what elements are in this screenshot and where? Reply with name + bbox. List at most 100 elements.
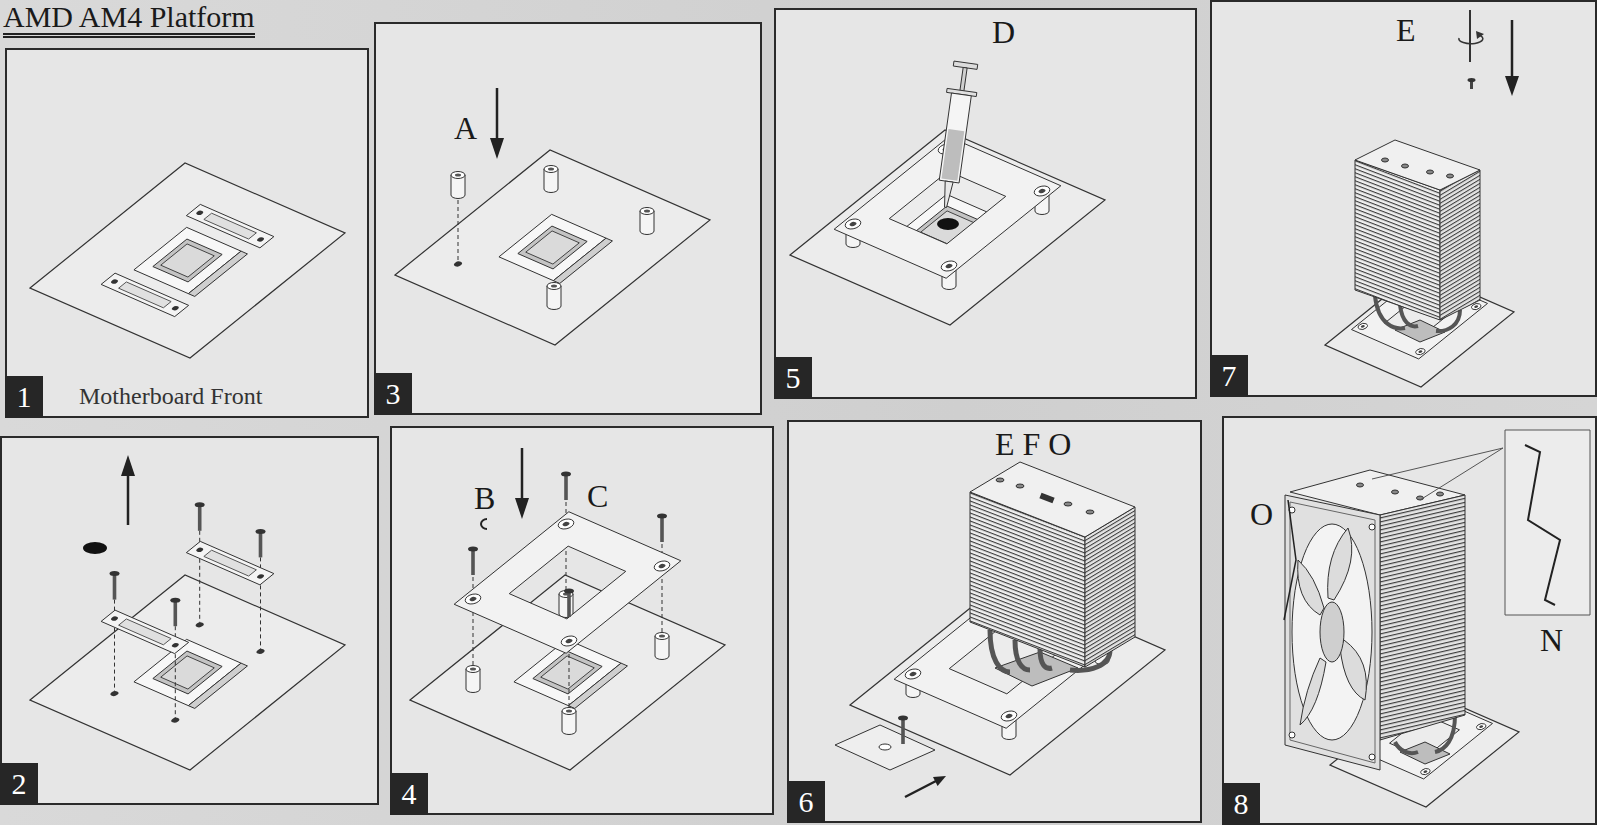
- step7-drawing-part: [1469, 10, 1471, 62]
- step5-drawing-part-part: [939, 93, 971, 183]
- panel-caption: Motherboard Front: [79, 384, 262, 408]
- step7-drawing-part: [1505, 76, 1519, 96]
- step2-drawing-part: [30, 575, 345, 770]
- step6-drawing-part: [1039, 493, 1054, 504]
- step8-drawing-part: [1525, 445, 1560, 605]
- step8-drawing-part: [1285, 495, 1380, 770]
- step2-drawing-part: [109, 621, 266, 723]
- step-panel: 8ON: [1222, 416, 1597, 825]
- step8-drawing-part: [1292, 524, 1372, 740]
- step8-drawing-part: [1357, 483, 1444, 500]
- panel-grounds-part: [787, 420, 1202, 823]
- step3-drawing-part: [496, 88, 499, 142]
- panel-grounds-part: [774, 8, 1197, 399]
- step7-drawing-part-part: [1427, 170, 1434, 174]
- step-panel: 7E: [1210, 0, 1597, 397]
- step8-drawing-part-part: [1369, 524, 1375, 530]
- step2-drawing-part: [195, 502, 205, 531]
- step4-drawing-part: [481, 519, 487, 529]
- step8-drawing-part-part: [1289, 732, 1295, 738]
- panel-grounds-part: [0, 436, 379, 805]
- step7-drawing-part-part: [1402, 164, 1409, 168]
- step8-drawing-part: [1290, 502, 1375, 763]
- step8-drawing-part-part: [1437, 492, 1444, 496]
- step-panel: 5D: [774, 8, 1197, 399]
- step7-drawing-part-part: [1382, 158, 1389, 162]
- step3-drawing-part: [458, 200, 459, 260]
- step8-drawing-part: [1284, 500, 1296, 620]
- step7-drawing-part: [1476, 31, 1484, 39]
- step3-drawing-part: [640, 208, 654, 235]
- step3-drawing-part: [544, 166, 558, 193]
- step2-drawing-part: [101, 541, 274, 653]
- step8-drawing-part-part: [1357, 483, 1364, 487]
- step-number: 6: [787, 781, 825, 823]
- step6-drawing-part-part: [1016, 484, 1024, 488]
- panel-grounds-part: [374, 22, 762, 415]
- step6-drawing-part: [933, 776, 946, 786]
- step8-drawing-part-part: [1328, 528, 1352, 600]
- panel-grounds-part: [390, 426, 774, 815]
- step4-drawing: [410, 448, 725, 770]
- step1-drawing: [30, 163, 345, 358]
- step4-drawing-part: [564, 589, 574, 618]
- step7-drawing-part: [1440, 170, 1480, 320]
- step6-drawing-part: [970, 462, 1135, 537]
- step5-drawing: [790, 61, 1105, 325]
- step1-drawing-part: [134, 227, 248, 296]
- step-number: 4: [390, 773, 428, 815]
- step6-drawing-part: [898, 716, 908, 745]
- step4-drawing-part: [466, 666, 480, 693]
- step-number: 2: [0, 763, 38, 805]
- step8-drawing-part-part: [1340, 640, 1366, 700]
- step8-drawing-part-part: [1392, 490, 1399, 494]
- step6-drawing-part-part: [1064, 502, 1072, 506]
- step-panel: 4BC: [390, 426, 774, 815]
- panel-grounds-part: [1210, 0, 1597, 397]
- part-letter: C: [587, 480, 608, 512]
- step-panel: 6 E F O: [787, 420, 1202, 823]
- part-letter: A: [454, 112, 477, 144]
- step5-drawing-part: [937, 218, 959, 230]
- step2-drawing-part: [127, 472, 130, 525]
- step8-drawing-part: [1289, 507, 1375, 760]
- step4-drawing-part: [657, 514, 667, 543]
- step-number: 7: [1210, 355, 1248, 397]
- step4-drawing-part: [655, 633, 669, 660]
- step5-drawing-part-part: [960, 67, 967, 92]
- step6-drawing-part: [879, 744, 891, 750]
- step8-drawing: [1284, 430, 1590, 807]
- panel-grounds-part: [1222, 416, 1597, 825]
- step2-drawing-part: [170, 598, 180, 627]
- step7-drawing-part: [1355, 140, 1480, 190]
- step4-drawing-part: [454, 512, 681, 654]
- panel-grounds-part: [5, 48, 369, 418]
- step-number: 5: [774, 357, 812, 399]
- step3-drawing-part: [499, 214, 613, 283]
- step2-drawing-part: [110, 571, 120, 600]
- step4-drawing-part: [561, 472, 571, 501]
- step1-drawing-part: [30, 163, 345, 358]
- step5-drawing-part-part: [942, 181, 954, 208]
- step7-drawing-part-part: [1447, 174, 1454, 178]
- step3-drawing-part: [490, 138, 504, 159]
- step5-drawing-part-part: [942, 129, 965, 181]
- step2-drawing-part: [256, 529, 266, 558]
- step2-drawing-part: [83, 542, 107, 554]
- step2-drawing-part: [134, 639, 248, 708]
- step7-drawing-part: [1468, 78, 1476, 82]
- step3-drawing-part: [452, 186, 652, 310]
- step3-drawing-part: [395, 150, 710, 345]
- step8-drawing-part-part: [1300, 658, 1326, 725]
- step2-drawing-part: [121, 455, 135, 476]
- step4-drawing-part: [515, 498, 529, 519]
- step4-drawing-part: [559, 591, 573, 618]
- step2-drawing: [30, 455, 345, 770]
- page-title: AMD AM4 Platform: [3, 0, 255, 38]
- step3-drawing-part: [547, 283, 561, 310]
- step8-drawing-part-part: [1298, 560, 1324, 615]
- part-letter: E F O: [995, 428, 1071, 460]
- step8-drawing-part: [1298, 528, 1367, 725]
- step4-drawing-part: [562, 708, 576, 735]
